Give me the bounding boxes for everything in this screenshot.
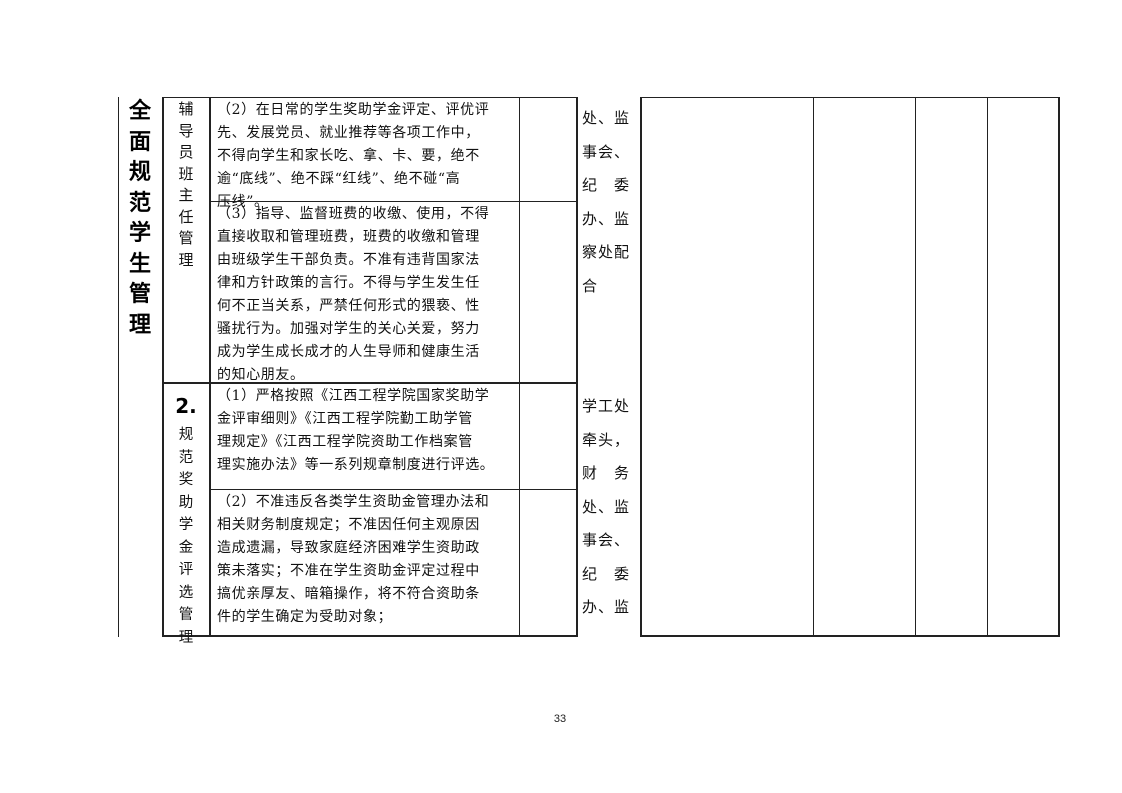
right-block-col-3 xyxy=(987,97,988,637)
section-2-number: 2. xyxy=(175,394,197,418)
section-2-item-1: （1）严格按照《江西工程学院国家奖助学 金评审细则》《江西工程学院勤工助学管 理… xyxy=(217,388,495,473)
subcategory-left-border xyxy=(162,97,164,637)
right-block-left-border xyxy=(640,97,642,637)
item-right-border xyxy=(519,97,520,637)
item-left-border xyxy=(209,97,211,637)
section-2-item-2: （2）不准违反各类学生资助金管理办法和 相关财务制度规定；不准因任何主观原因 造… xyxy=(217,494,490,625)
section-2-title: 规 范 奖 助 学 金 评 选 管 理 xyxy=(178,427,194,646)
section-1-title: 辅 导 员 班 主 任 管 理 xyxy=(178,100,194,269)
table-top-border-left xyxy=(163,97,577,98)
block-right-border xyxy=(576,97,578,637)
page-number: 33 xyxy=(553,713,567,725)
right-block-col-2 xyxy=(915,97,916,637)
section-1-responsible: 处、监 事会、 纪 委 办、监 察处配 合 xyxy=(582,109,631,295)
table-bottom-border-right xyxy=(640,635,1060,637)
section-separator-left xyxy=(163,382,577,384)
section-1-item-3: （3）指导、监督班费的收缴、使用，不得 直接收取和管理班费，班费的收缴和管理 由… xyxy=(217,206,490,383)
row-separator-a1 xyxy=(209,201,577,202)
right-block-right-border xyxy=(1058,97,1060,637)
section-1-item-2: （2）在日常的学生奖助学金评定、评优评 先、发展党员、就业推荐等各项工作中， 不… xyxy=(217,102,490,210)
row-separator-b1 xyxy=(209,489,577,490)
category-title: 全 面 规 范 学 生 管 理 xyxy=(128,99,151,338)
table-top-border-right xyxy=(640,97,1060,98)
table-left-border xyxy=(118,97,119,637)
table-bottom-border-left xyxy=(163,635,577,637)
section-2-responsible: 学工处 牵头， 财 务 处、监 事会、 纪 委 办、监 xyxy=(582,397,631,616)
right-block-col-1 xyxy=(813,97,814,637)
